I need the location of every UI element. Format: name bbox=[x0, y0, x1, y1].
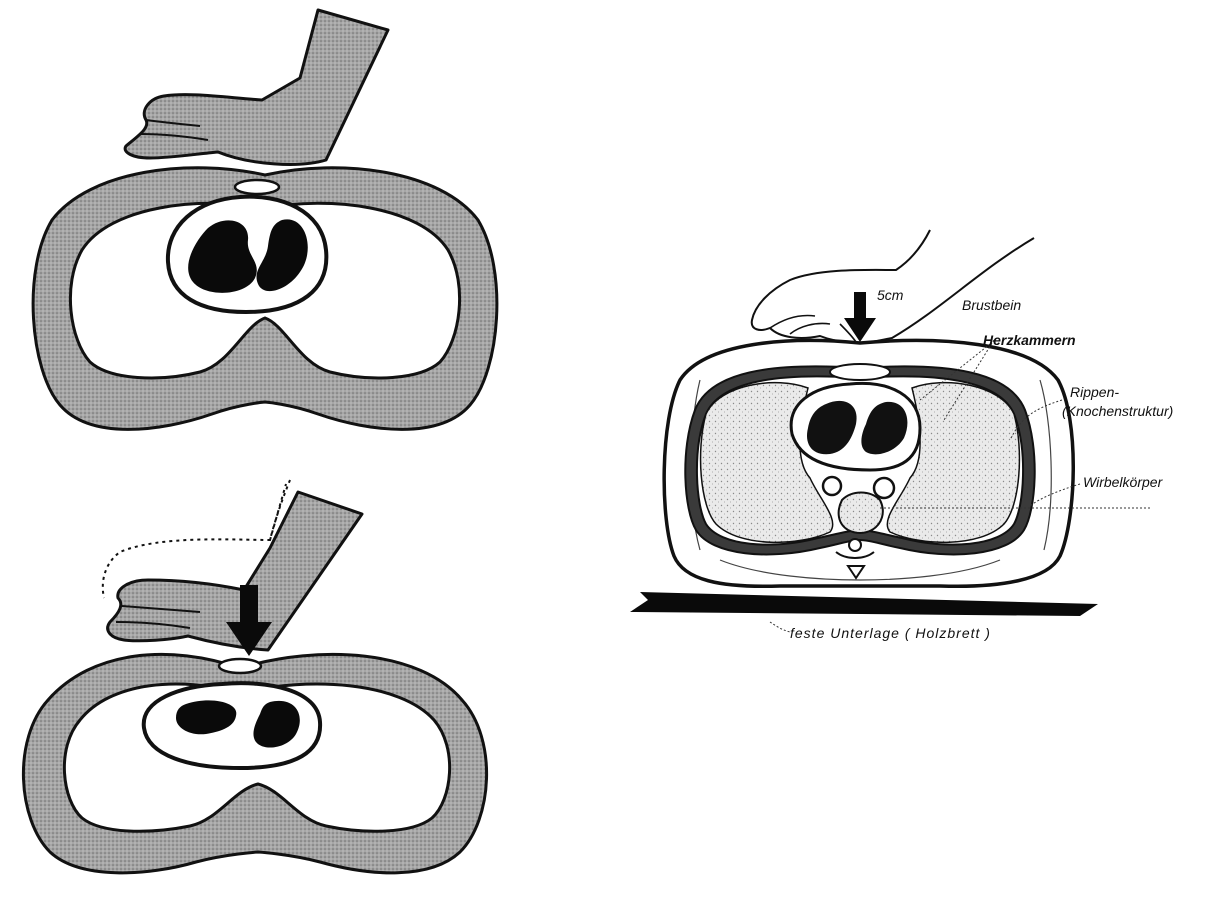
label-sternum: Brustbein bbox=[962, 297, 1021, 313]
aorta bbox=[823, 477, 841, 495]
panel-rest bbox=[33, 10, 497, 429]
label-ribs-line2: (Knochenstruktur) bbox=[1062, 403, 1173, 419]
label-ventricles: Herzkammern bbox=[983, 332, 1076, 348]
sternum-marker bbox=[830, 364, 890, 380]
board-icon bbox=[630, 592, 1098, 616]
panel-compression bbox=[23, 480, 486, 873]
label-depth: 5cm bbox=[877, 287, 904, 303]
hand-resting-icon bbox=[125, 10, 388, 164]
depth-arrow-icon bbox=[844, 292, 876, 342]
esophagus bbox=[874, 478, 894, 498]
label-base: feste Unterlage ( Holzbrett ) bbox=[790, 625, 991, 641]
label-vertebra: Wirbelkörper bbox=[1083, 474, 1164, 490]
panel-anatomy: 5cm Brustbein Herzkammern Rippen- (Knoch… bbox=[630, 230, 1173, 641]
label-ribs-line1: Rippen- bbox=[1070, 384, 1119, 400]
vertebra bbox=[839, 493, 883, 534]
sternum-marker bbox=[235, 180, 279, 194]
sternum-marker bbox=[219, 659, 261, 673]
